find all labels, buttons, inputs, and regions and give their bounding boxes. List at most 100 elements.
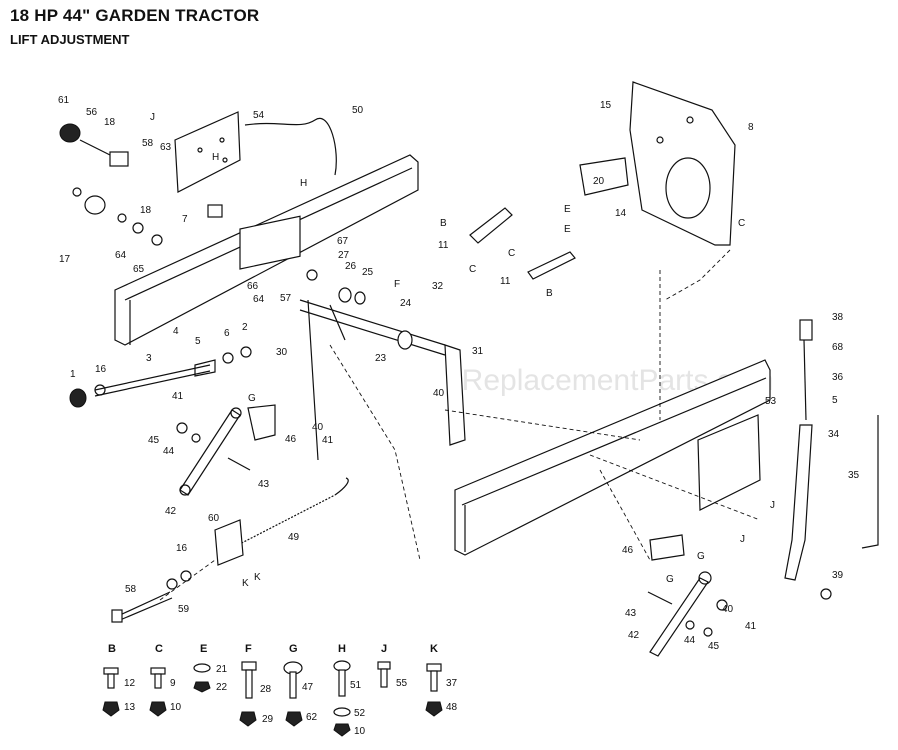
callout-14: 14 — [615, 208, 627, 219]
callout-11: 11 — [438, 240, 449, 251]
callout-41: 41 — [745, 621, 757, 632]
callout-65: 65 — [133, 264, 145, 275]
legend-k-letter: K — [430, 643, 438, 655]
callout-b: B — [440, 218, 447, 229]
callout-k: K — [242, 578, 249, 589]
callout-j: J — [770, 500, 775, 511]
legend-b-bottom: 13 — [124, 702, 136, 713]
callout-31: 31 — [472, 346, 484, 357]
callout-20: 20 — [593, 176, 605, 187]
callout-16: 16 — [95, 364, 107, 375]
link-42-right — [647, 534, 728, 657]
legend-b-top: 12 — [124, 678, 136, 689]
callout-67: 67 — [337, 236, 349, 247]
callout-18: 18 — [104, 117, 116, 128]
legend-k-top: 37 — [446, 678, 458, 689]
legend-e-bottom: 22 — [216, 682, 228, 693]
right-frame-rail — [454, 359, 771, 556]
callout-g: G — [248, 393, 256, 404]
callout-e: E — [564, 224, 571, 235]
callout-8: 8 — [748, 122, 754, 133]
callout-2: 2 — [242, 322, 248, 333]
callout-k: K — [254, 572, 261, 583]
callout-64: 64 — [115, 250, 127, 261]
bracket-60 — [214, 519, 244, 566]
bracket-11-lower — [527, 251, 576, 280]
callout-labels: 61 56 18 58 63 J 54 50 H H 7 17 18 64 65… — [58, 95, 860, 652]
callout-30: 30 — [276, 347, 288, 358]
legend-j-top: 55 — [396, 678, 408, 689]
callout-35: 35 — [848, 470, 860, 481]
callout-57: 57 — [280, 293, 292, 304]
legend-k-bottom: 48 — [446, 702, 458, 713]
callout-6: 6 — [224, 328, 230, 339]
callout-44: 44 — [684, 635, 696, 646]
bracket-20 — [579, 157, 629, 196]
callout-39: 39 — [832, 570, 844, 581]
callout-g: G — [666, 574, 674, 585]
threaded-rod-3 — [69, 346, 252, 408]
callout-42: 42 — [165, 506, 177, 517]
legend-e-top: 21 — [216, 664, 228, 675]
callout-27: 27 — [338, 250, 350, 261]
plate-53 — [697, 414, 761, 511]
callout-41: 41 — [172, 391, 184, 402]
bolt-58 — [111, 570, 192, 623]
legend-h-letter: H — [338, 643, 346, 655]
legend-c-letter: C — [155, 643, 163, 655]
callout-56: 56 — [86, 107, 98, 118]
callout-40: 40 — [312, 422, 324, 433]
legend-f-top: 28 — [260, 684, 272, 695]
cable-50 — [244, 117, 337, 176]
callout-61: 61 — [58, 95, 70, 106]
callout-49: 49 — [288, 532, 300, 543]
callout-5: 5 — [195, 336, 201, 347]
legend-f-letter: F — [245, 643, 252, 655]
callout-32: 32 — [432, 281, 444, 292]
callout-66: 66 — [247, 281, 259, 292]
side-plate-8 — [629, 81, 736, 246]
hardware-legend: B 12 13 C 9 10 E 21 22 F 28 29 G 47 62 H… — [102, 643, 458, 737]
callout-18: 18 — [140, 205, 152, 216]
callout-42: 42 — [628, 630, 640, 641]
callout-c: C — [469, 264, 476, 275]
legend-h-top: 51 — [350, 680, 362, 691]
callout-7: 7 — [182, 214, 188, 225]
callout-17: 17 — [59, 254, 71, 265]
callout-45: 45 — [148, 435, 160, 446]
callout-43: 43 — [258, 479, 270, 490]
callout-h: H — [212, 152, 219, 163]
assembly-lines — [159, 249, 761, 601]
legend-h-extra: 10 — [354, 726, 366, 737]
callout-b: B — [546, 288, 553, 299]
mount-bracket-54 — [174, 111, 241, 193]
callout-64: 64 — [253, 294, 265, 305]
callout-54: 54 — [253, 110, 265, 121]
callout-63: 63 — [160, 142, 172, 153]
diagram-title: 18 HP 44" GARDEN TRACTOR — [10, 6, 260, 25]
callout-4: 4 — [173, 326, 179, 337]
legend-g-bottom: 62 — [306, 712, 318, 723]
callout-50: 50 — [352, 105, 364, 116]
callout-15: 15 — [600, 100, 612, 111]
callout-c: C — [508, 248, 515, 259]
callout-46: 46 — [285, 434, 297, 445]
callout-43: 43 — [625, 608, 637, 619]
callout-f: F — [394, 279, 400, 290]
legend-e-letter: E — [200, 643, 207, 655]
callout-41: 41 — [322, 435, 334, 446]
bracket-11-upper — [469, 207, 513, 244]
legend-c-bottom: 10 — [170, 702, 182, 713]
callout-11: 11 — [500, 276, 511, 287]
callout-3: 3 — [146, 353, 152, 364]
callout-25: 25 — [362, 267, 374, 278]
legend-h-bottom: 52 — [354, 708, 366, 719]
callout-59: 59 — [178, 604, 190, 615]
callout-e: E — [564, 204, 571, 215]
callout-j: J — [740, 534, 745, 545]
callout-53: 53 — [765, 396, 777, 407]
lift-shaft — [299, 269, 446, 461]
callout-26: 26 — [345, 261, 357, 272]
lift-lever-34 — [784, 319, 832, 600]
